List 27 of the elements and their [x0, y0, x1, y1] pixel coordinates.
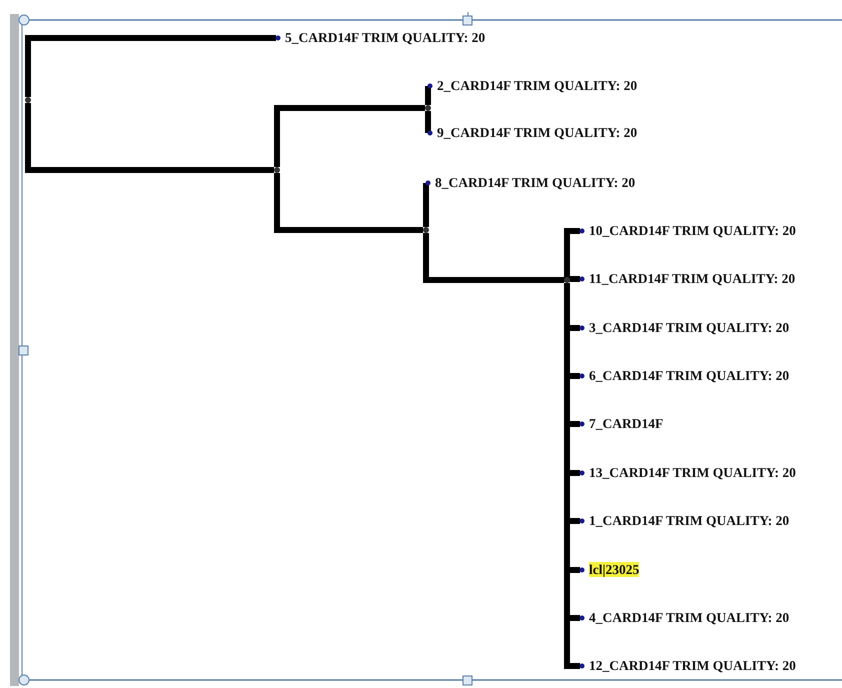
taxon-label: 10_CARD14F TRIM QUALITY: 20 — [584, 223, 796, 239]
tree-branch — [274, 173, 423, 233]
taxon-label: 4_CARD14F TRIM QUALITY: 20 — [584, 610, 790, 626]
taxon-label: 6_CARD14F TRIM QUALITY: 20 — [584, 368, 790, 384]
tree-branch — [564, 228, 584, 277]
taxon-label: 3_CARD14F TRIM QUALITY: 20 — [584, 320, 790, 336]
tree-branch — [564, 276, 584, 282]
branch-node-dot — [423, 227, 429, 233]
tree-branch — [25, 35, 280, 97]
taxon-label: 8_CARD14F TRIM QUALITY: 20 — [430, 175, 636, 191]
taxon-label: 11_CARD14F TRIM QUALITY: 20 — [584, 271, 796, 287]
tree-branch — [25, 103, 274, 173]
taxon-label: 12_CARD14F TRIM QUALITY: 20 — [584, 658, 796, 674]
taxon-label: 2_CARD14F TRIM QUALITY: 20 — [432, 78, 638, 94]
tree-branch — [423, 180, 430, 227]
taxon-label: 7_CARD14F — [584, 416, 664, 432]
tree-branch — [425, 111, 432, 136]
branch-node-dot — [274, 167, 280, 173]
taxon-label: 13_CARD14F TRIM QUALITY: 20 — [584, 465, 796, 481]
branch-node-dot — [425, 105, 431, 111]
tree-branch — [274, 105, 425, 167]
taxon-label: 5_CARD14F TRIM QUALITY: 20 — [280, 30, 486, 46]
taxon-label: 1_CARD14F TRIM QUALITY: 20 — [584, 513, 790, 529]
branch-node-dot — [25, 97, 31, 103]
taxon-label: 9_CARD14F TRIM QUALITY: 20 — [432, 125, 638, 141]
tree-branch — [425, 83, 432, 105]
tree-branch — [423, 233, 564, 283]
